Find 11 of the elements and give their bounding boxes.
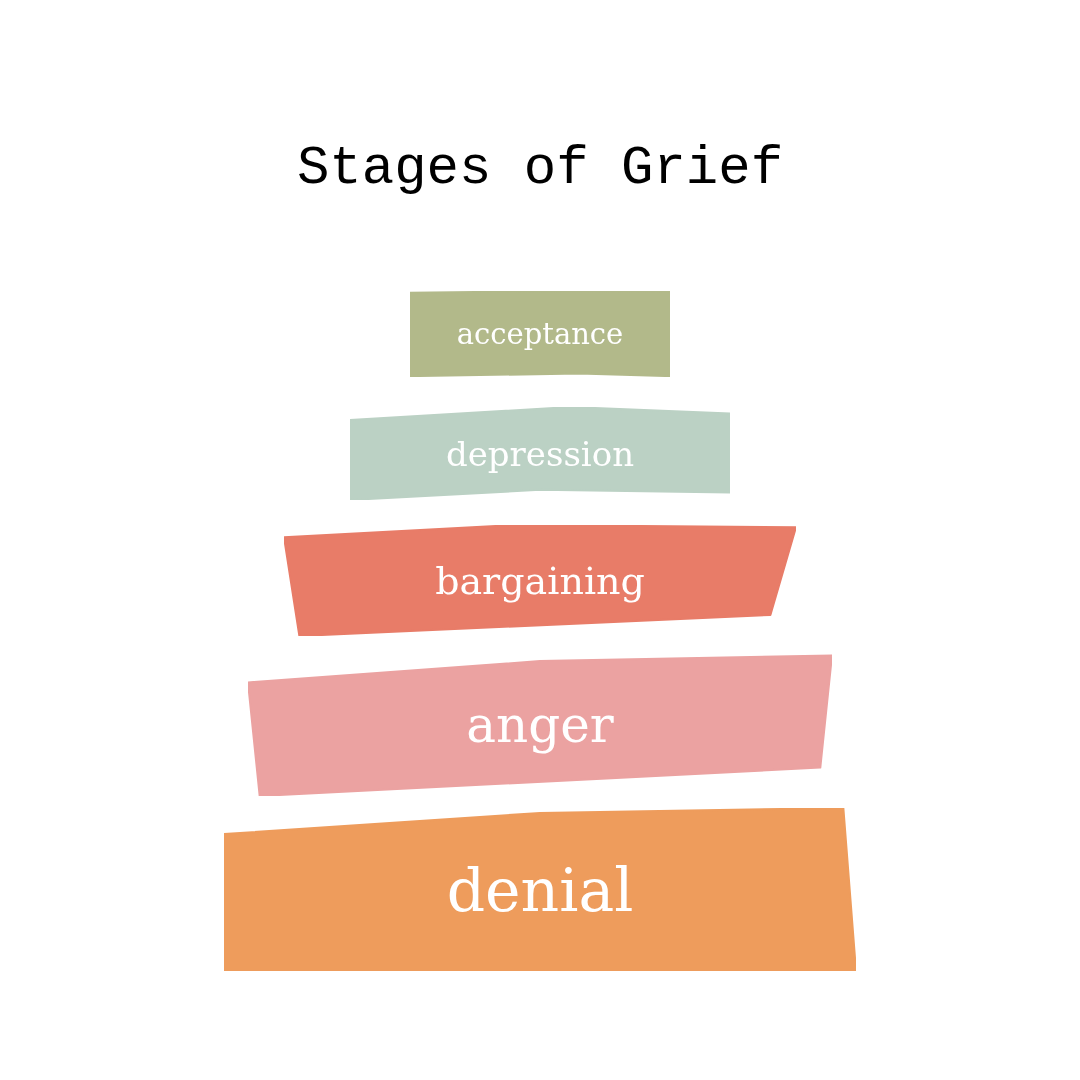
stage-label: anger xyxy=(466,696,614,754)
stage-label: denial xyxy=(446,854,634,925)
stage-block xyxy=(248,654,832,796)
stage-label: depression xyxy=(445,433,635,474)
stage-block xyxy=(410,291,670,377)
stage-label: acceptance xyxy=(456,317,624,351)
stage-block xyxy=(350,407,730,500)
stage-block xyxy=(224,808,856,971)
diagram-title: Stages of Grief xyxy=(295,138,785,199)
stage-block xyxy=(284,525,796,636)
stage-label: bargaining xyxy=(435,558,645,603)
